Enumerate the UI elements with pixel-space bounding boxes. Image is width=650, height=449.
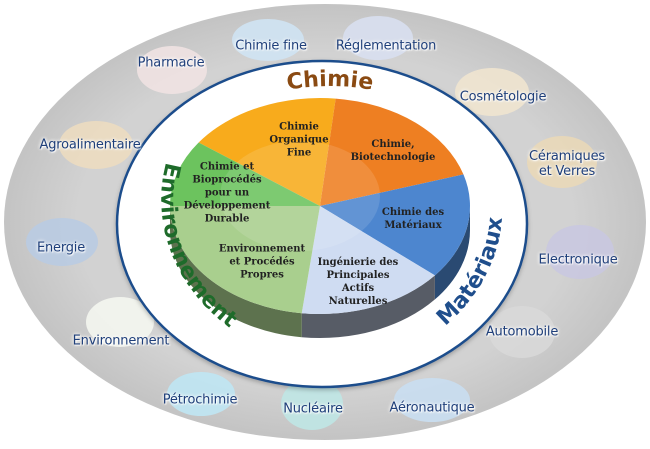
app-label-electronique: Electronique	[538, 252, 618, 268]
app-label-cosmetologie: Cosmétologie	[459, 89, 547, 105]
pie-segment-0	[198, 98, 336, 206]
pie-segment-1	[320, 98, 464, 206]
pie-side-4	[170, 206, 302, 338]
app-image-11	[59, 121, 133, 169]
app-image-12	[137, 46, 207, 94]
pie-segment-4	[170, 206, 320, 314]
app-label-agroalimentaire: Agroalimentaire	[39, 137, 141, 153]
app-label-environnement: Environnement	[72, 333, 170, 349]
app-image-6	[394, 378, 470, 422]
app-image-2	[455, 68, 529, 116]
app-label-petrochimie: Pétrochimie	[162, 392, 238, 408]
app-label-automobile: Automobile	[485, 324, 559, 340]
pie-segment-5	[170, 142, 320, 206]
segment-label-ingenierie-actifs-naturels: Ingénierie des Principales Actifs Nature…	[317, 257, 399, 307]
segment-label-environnement-procedes-propres: Environnement et Procédés Propres	[218, 243, 306, 281]
app-image-10	[26, 218, 98, 266]
pie-segment-2	[320, 174, 471, 276]
app-label-reglementation: Réglementation	[335, 38, 437, 54]
app-image-3	[527, 136, 597, 188]
segment-label-chimie-organique-fine: Chimie Organique Fine	[269, 121, 329, 159]
app-label-chimie-fine: Chimie fine	[235, 38, 307, 54]
app-image-7	[281, 378, 343, 430]
pie-highlight	[220, 141, 380, 251]
app-image-8	[167, 372, 235, 416]
app-label-ceramiques-verres: Céramiques et Verres	[529, 149, 605, 179]
app-label-pharmacie: Pharmacie	[137, 55, 205, 71]
segment-label-chimie-biotechnologie: Chimie, Biotechnologie	[350, 139, 436, 163]
app-image-1	[343, 16, 413, 60]
app-image-9	[86, 297, 154, 347]
pie-side-2	[434, 206, 470, 300]
app-label-aeronautique: Aéronautique	[389, 400, 475, 416]
segment-label-bioprocedes-developpement-durable: Chimie et Bioprocédés pour un Développem…	[183, 161, 271, 225]
segment-label-chimie-des-materiaux: Chimie des Matériaux	[381, 207, 445, 231]
app-label-energie: Energie	[36, 240, 86, 256]
app-image-5	[489, 306, 555, 358]
app-label-nucleaire: Nucléaire	[283, 401, 343, 417]
pie-chart	[170, 98, 471, 338]
pie-side-3	[301, 275, 435, 338]
ring-title-chimie: Chimie	[285, 67, 375, 96]
app-image-0	[232, 19, 304, 61]
app-image-4	[546, 225, 614, 279]
pie-segment-3	[301, 206, 435, 314]
